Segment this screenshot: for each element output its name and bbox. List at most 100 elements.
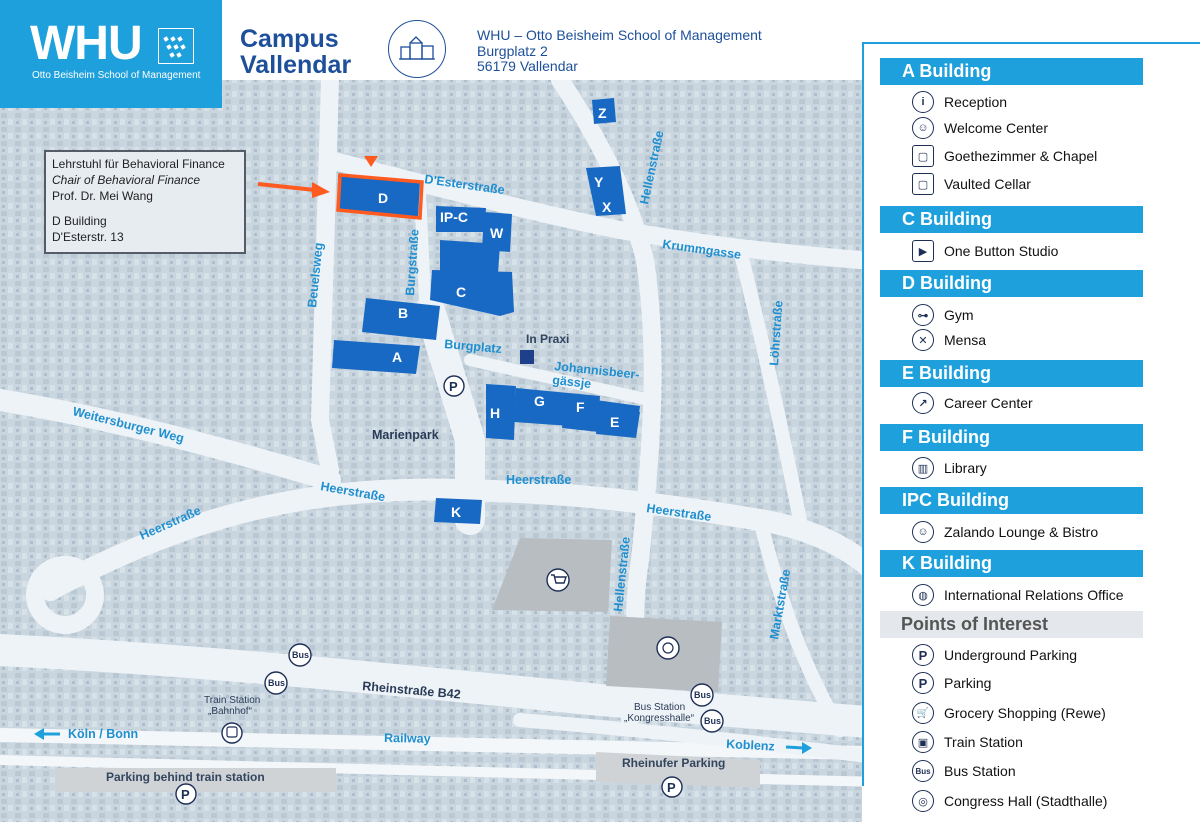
parking-train-area	[56, 768, 336, 792]
chair-info-box: Lehrstuhl für Behavioral Finance Chair o…	[44, 150, 246, 254]
cart-icon	[551, 574, 567, 584]
in-praxi-label: In Praxi	[526, 332, 569, 346]
legend-panel	[862, 42, 1200, 786]
legend-item-welcome-center[interactable]: ☺ Welcome Center	[912, 115, 1048, 141]
koeln-label: Köln / Bonn	[68, 727, 138, 741]
street-johannisbeer-2: gässje	[552, 373, 592, 391]
building-d-shape	[338, 175, 420, 218]
legend-header-k: K Building	[880, 550, 1143, 577]
arrow-left-icon	[34, 728, 44, 740]
svg-text:Bus: Bus	[694, 690, 711, 700]
building-g-label[interactable]: G	[534, 393, 545, 409]
logo-mark-icon	[158, 28, 194, 64]
legend-item-congress-hall[interactable]: ◎ Congress Hall (Stadthalle)	[912, 788, 1107, 814]
train-marker[interactable]	[221, 722, 243, 744]
bus-marker-2[interactable]: Bus	[264, 671, 288, 695]
building-d-label[interactable]: D	[378, 190, 388, 206]
people-icon: ☺	[912, 117, 934, 139]
address-line1: WHU – Otto Beisheim School of Management	[477, 27, 762, 43]
building-h-label[interactable]: H	[490, 405, 500, 421]
congress-hall-marker[interactable]	[656, 636, 680, 660]
legend-item-train-station[interactable]: ▣ Train Station	[912, 729, 1023, 755]
legend-item-zalando-lounge[interactable]: ☺ Zalando Lounge & Bistro	[912, 519, 1098, 545]
logo-text: WHU	[30, 17, 143, 70]
building-c-north	[440, 240, 500, 274]
building-e-label[interactable]: E	[610, 414, 619, 430]
building-d-highlight	[336, 173, 424, 220]
cutlery-icon: ✕	[912, 329, 934, 351]
legend-header-ipc: IPC Building	[880, 487, 1143, 514]
street-heerstrasse-3: Heerstraße	[506, 473, 571, 487]
koblenz-label: Koblenz	[726, 737, 775, 754]
parking-marker-rheinufer[interactable]: P	[661, 776, 683, 798]
legend-item-reception[interactable]: i Reception	[912, 89, 1007, 115]
map-markers: P P P Bus	[175, 375, 724, 805]
parking-marker-burgplatz[interactable]: P	[443, 375, 465, 397]
building-w-label[interactable]: W	[490, 225, 504, 241]
campus-buildings	[332, 98, 640, 524]
arrow-right-icon	[802, 742, 812, 754]
dumbbell-icon: ⊶	[912, 304, 934, 326]
chair-line4: D Building	[52, 214, 107, 228]
bus-icon: Bus	[912, 760, 934, 782]
building-a-label[interactable]: A	[392, 349, 402, 365]
underground-parking-icon: P	[912, 644, 934, 666]
legend-header-f: F Building	[880, 424, 1143, 451]
street-burgplatz: Burgplatz	[444, 337, 503, 356]
address-line2: Burgplatz 2	[477, 42, 548, 59]
building-y-label[interactable]: Y	[594, 174, 604, 190]
legend-item-parking[interactable]: P Parking	[912, 670, 991, 696]
building-z-label[interactable]: Z	[598, 105, 607, 121]
legend-item-grocery[interactable]: 🛒 Grocery Shopping (Rewe)	[912, 700, 1106, 726]
building-ipc-label[interactable]: IP-C	[440, 209, 468, 225]
legend-header-a: A Building	[880, 58, 1143, 85]
train-station-label-1: Train Station	[204, 695, 260, 706]
campus-building-icon	[388, 20, 446, 78]
building-ipc-shape	[436, 206, 486, 232]
location-marker-icon	[364, 156, 378, 167]
legend-item-library[interactable]: ▥ Library	[912, 455, 987, 481]
parking-marker-train[interactable]: P	[175, 783, 197, 805]
legend-item-mensa[interactable]: ✕ Mensa	[912, 327, 986, 353]
building-k-label[interactable]: K	[451, 504, 461, 520]
building-xy-shape	[586, 166, 626, 216]
svg-text:Bus: Bus	[292, 650, 309, 660]
cart-marker[interactable]	[546, 568, 570, 592]
marienpark-label: Marienpark	[372, 428, 439, 442]
legend-item-career-center[interactable]: ↗ Career Center	[912, 390, 1033, 416]
train-icon	[226, 726, 238, 738]
legend-item-bus-station[interactable]: Bus Bus Station	[912, 758, 1016, 784]
bus-marker-1[interactable]: Bus	[288, 643, 312, 667]
bus-marker-4[interactable]: Bus	[700, 709, 724, 733]
building-x-label[interactable]: X	[602, 199, 612, 215]
svg-text:Bus: Bus	[268, 678, 285, 688]
legend-item-one-button-studio[interactable]: ▶ One Button Studio	[912, 238, 1058, 264]
legend-header-e: E Building	[880, 360, 1143, 387]
building-b-label[interactable]: B	[398, 305, 408, 321]
chair-line5: D'Esterstr. 13	[52, 230, 124, 244]
legend-item-international-relations[interactable]: ◍ International Relations Office	[912, 582, 1124, 608]
rheinufer-parking-area	[596, 752, 760, 788]
cellar-icon: ▢	[912, 173, 934, 195]
video-icon: ▶	[912, 240, 934, 262]
legend-header-poi: Points of Interest	[880, 611, 1143, 638]
chair-line1: Lehrstuhl für Behavioral Finance	[52, 157, 225, 171]
street-beuelsweg: Beuelsweg	[305, 242, 326, 308]
rheinufer-parking-label: Rheinufer Parking	[622, 756, 725, 770]
building-c-label[interactable]: C	[456, 284, 466, 300]
legend-item-gym[interactable]: ⊶ Gym	[912, 302, 974, 328]
building-f-label[interactable]: F	[576, 399, 585, 415]
building-h-shape	[486, 384, 516, 440]
bus-station-label-2: „Kongresshalle“	[624, 713, 694, 724]
legend-item-vaulted-cellar[interactable]: ▢ Vaulted Cellar	[912, 171, 1031, 197]
legend-header-d: D Building	[880, 270, 1143, 297]
building-a-shape	[332, 340, 420, 374]
bus-marker-3[interactable]: Bus	[690, 683, 714, 707]
legend-item-goethezimmer[interactable]: ▢ Goethezimmer & Chapel	[912, 143, 1097, 169]
legend-item-underground-parking[interactable]: P Underground Parking	[912, 642, 1077, 668]
building-w-shape	[482, 212, 512, 252]
whu-logo[interactable]: WHU Otto Beisheim School of Management	[0, 0, 222, 108]
chair-line2: Chair of Behavioral Finance	[52, 173, 201, 187]
